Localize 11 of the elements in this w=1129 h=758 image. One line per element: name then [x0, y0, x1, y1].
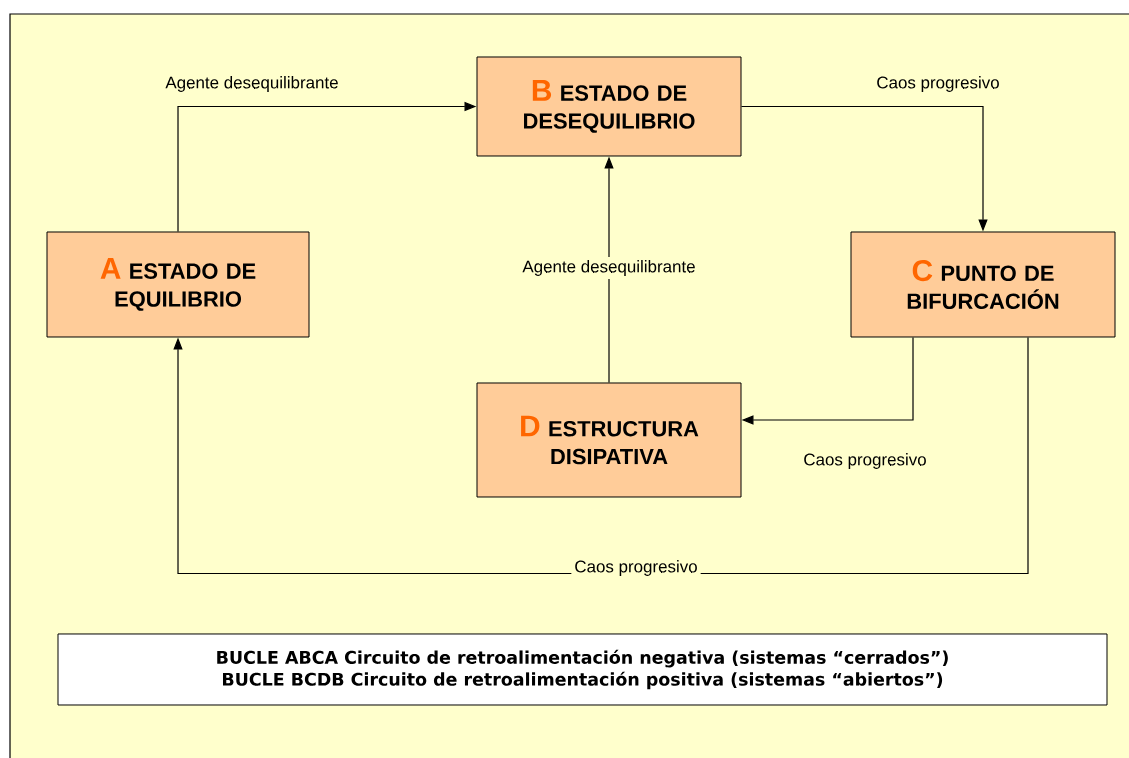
edge-label: Agente desequilibrante [165, 76, 338, 92]
edge-label: Agente desequilibrante [519, 257, 699, 279]
process-box: B ESTADO DE DESEQUILIBRIO [476, 56, 742, 157]
edge-label: Caos progresivo [571, 557, 701, 579]
process-box: A ESTADO DE EQUILIBRIO [46, 231, 310, 338]
process-box: D ESTRUCTURA DISIPATIVA [476, 382, 742, 498]
process-box: C PUNTO DE BIFURCACIÓN [850, 231, 1116, 338]
edge-label: Caos progresivo [877, 76, 999, 92]
arrow [173, 336, 1029, 575]
edge-label: Caos progresivo [804, 453, 926, 469]
note-box: BUCLE ABCA Circuito de retroalimentación negativa (sistemas “cerrados”) BUCLE BCDB Circuito de retroalimentación positiva (sistemas “abiertos”) [57, 633, 1108, 706]
